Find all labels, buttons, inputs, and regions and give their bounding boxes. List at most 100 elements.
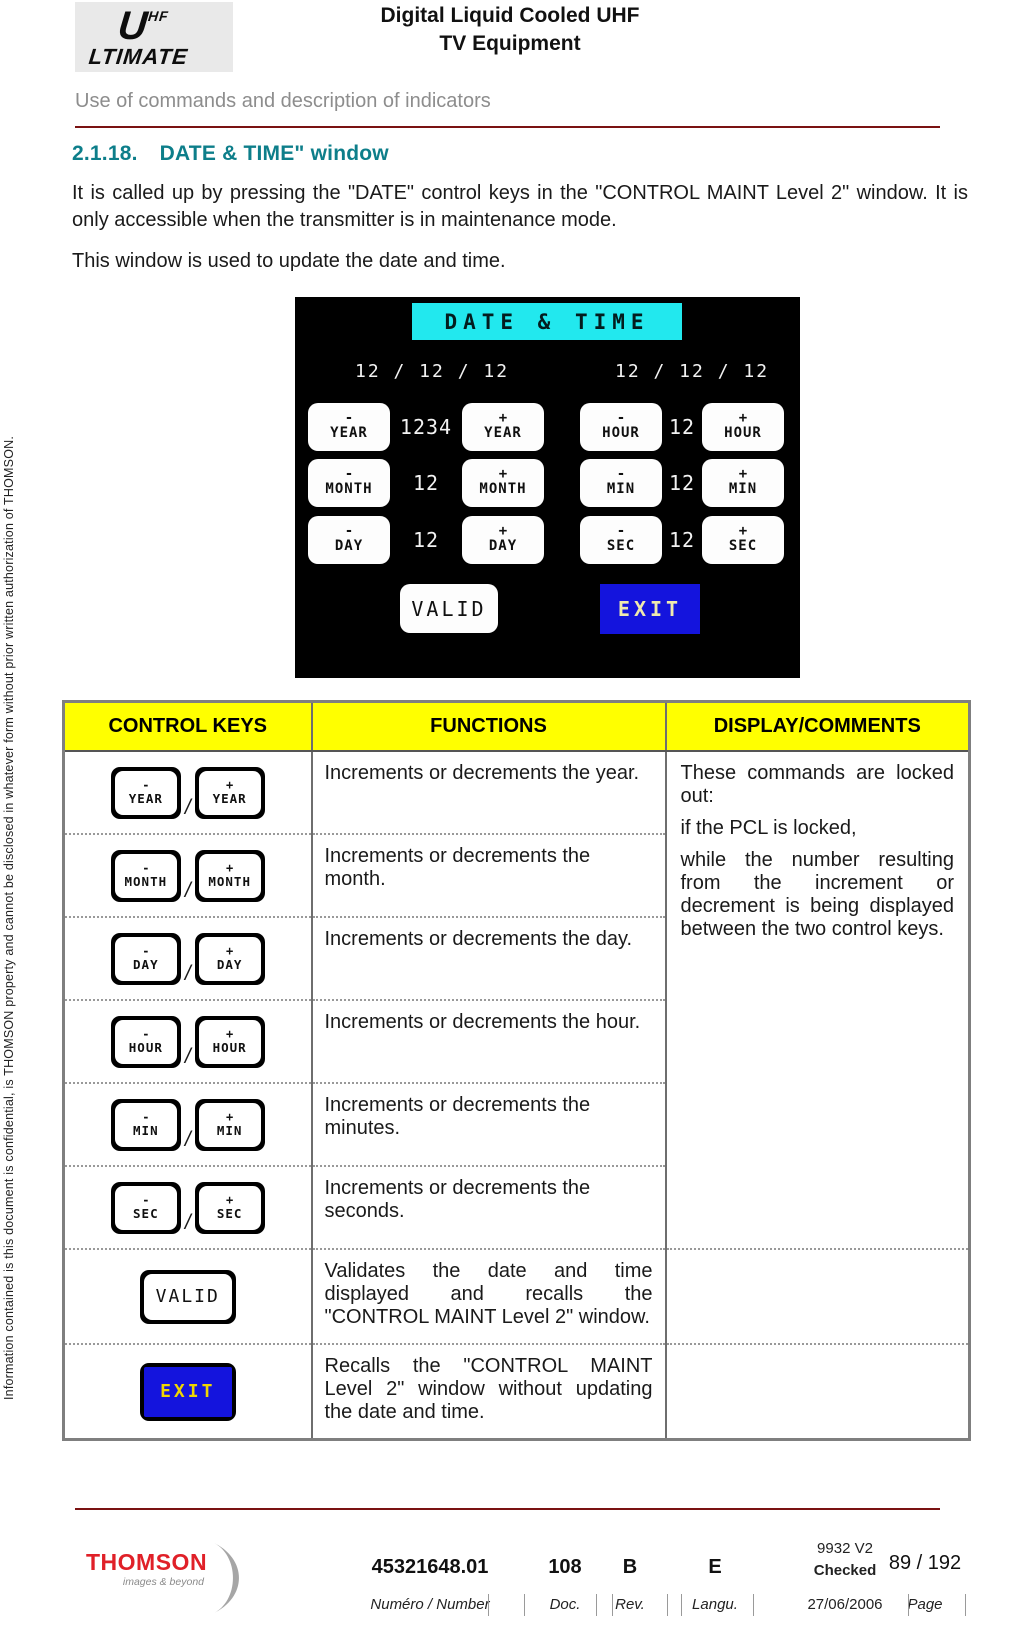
- min-minus-key-icon: - MIN: [110, 1098, 181, 1151]
- year-minus-key-icon: - YEAR: [110, 766, 181, 819]
- footer-separator: [681, 1594, 682, 1616]
- slash-separator: /: [184, 1210, 191, 1234]
- hour-plus-button[interactable]: + HOUR: [702, 403, 784, 451]
- key-label: SEC: [133, 1206, 159, 1221]
- table-row-hour: - HOUR / + HOUR Increments or decrements…: [63, 999, 970, 1083]
- comment-paragraph: if the PCL is locked,: [680, 817, 857, 839]
- exit-key-image: EXIT: [63, 1343, 312, 1440]
- body-paragraph-1: It is called up by pressing the "DATE" c…: [72, 182, 968, 231]
- sec-minus-button[interactable]: - SEC: [580, 516, 662, 564]
- plus-sign: +: [226, 1193, 234, 1207]
- comment-paragraph: while the number resulting from the incr…: [680, 849, 955, 940]
- month-keys-image: - MONTH / + MONTH: [63, 833, 312, 917]
- checked-version: 9932 V2: [817, 1540, 873, 1557]
- slash-separator: /: [184, 961, 191, 985]
- day-plus-key-icon: + DAY: [194, 932, 265, 985]
- min-plus-button[interactable]: + MIN: [702, 459, 784, 507]
- key-label: YEAR: [128, 791, 163, 806]
- footer-separator: [965, 1594, 966, 1616]
- minus-sign: -: [344, 410, 354, 426]
- month-button-label: MONTH: [325, 481, 373, 497]
- section-title: DATE & TIME" window: [159, 142, 389, 165]
- footer-separator: [488, 1594, 489, 1616]
- min-button-label: MIN: [728, 481, 758, 497]
- control-keys-table: CONTROL KEYS FUNCTIONS DISPLAY/COMMENTS …: [62, 700, 971, 1441]
- key-label: YEAR: [212, 791, 247, 806]
- min-keys-image: - MIN / + MIN: [63, 1082, 312, 1166]
- month-plus-button[interactable]: + MONTH: [462, 459, 544, 507]
- function-cell: Increments or decrements the seconds.: [310, 1165, 666, 1249]
- logo-letter-u: U: [116, 4, 150, 48]
- page-number-label: Page: [907, 1596, 943, 1613]
- year-value: 1234: [399, 415, 453, 439]
- minus-sign: -: [142, 944, 150, 958]
- day-plus-button[interactable]: + DAY: [462, 516, 544, 564]
- table-row-year: - YEAR / + YEAR Increments or decrements…: [64, 751, 970, 1249]
- slash-separator: /: [184, 795, 191, 819]
- key-label: DAY: [133, 957, 159, 972]
- comment-paragraph: These commands are locked out:: [680, 762, 955, 807]
- column-header-functions: FUNCTIONS: [310, 701, 666, 752]
- function-cell: Increments or decrements the day.: [310, 916, 666, 1000]
- day-minus-button[interactable]: - DAY: [308, 516, 390, 564]
- display-comments-cell: These commands are locked out: if the PC…: [664, 751, 970, 1249]
- day-button-label: DAY: [488, 538, 518, 554]
- window-title-bar: DATE & TIME: [412, 303, 682, 340]
- footer-separator: [612, 1594, 613, 1616]
- minus-sign: -: [142, 778, 150, 792]
- plus-sign: +: [226, 778, 234, 792]
- slash-separator: /: [184, 1127, 191, 1151]
- function-cell: Increments or decrements the minutes.: [310, 1082, 666, 1166]
- key-label: MIN: [216, 1123, 243, 1138]
- plus-sign: +: [738, 410, 748, 426]
- sec-plus-button[interactable]: + SEC: [702, 516, 784, 564]
- thomson-logo: THOMSON images & beyond: [86, 1542, 256, 1616]
- year-plus-button[interactable]: + YEAR: [462, 403, 544, 451]
- function-cell: Recalls the "CONTROL MAINT Level 2" wind…: [310, 1343, 666, 1440]
- month-plus-key-icon: + MONTH: [194, 849, 265, 902]
- header-rule: [75, 126, 940, 128]
- table-row-month: - MONTH / + MONTH Increments or decremen…: [63, 833, 970, 917]
- table-row-day: - DAY / + DAY Increments or decrements t…: [63, 916, 970, 1000]
- day-keys-image: - DAY / + DAY: [63, 916, 312, 1000]
- document-number-value: 45321648.01: [371, 1556, 489, 1578]
- sec-keys-image: - SEC / + SEC: [63, 1165, 312, 1249]
- slash-separator: /: [184, 1044, 191, 1068]
- minus-sign: -: [616, 466, 626, 482]
- year-minus-button[interactable]: - YEAR: [308, 403, 390, 451]
- doc-value: 108: [548, 1556, 582, 1578]
- month-value: 12: [412, 471, 440, 495]
- plus-sign: +: [226, 944, 234, 958]
- footer-separator: [753, 1594, 754, 1616]
- document-subtitle: Use of commands and description of indic…: [75, 90, 491, 112]
- slash-separator: /: [184, 878, 191, 902]
- hour-button-label: HOUR: [724, 425, 762, 441]
- plus-sign: +: [226, 861, 234, 875]
- month-button-label: MONTH: [479, 481, 527, 497]
- page-number-value: 89 / 192: [888, 1552, 962, 1574]
- plus-sign: +: [738, 523, 748, 539]
- footer-separator: [667, 1594, 668, 1616]
- hour-minus-button[interactable]: - HOUR: [580, 403, 662, 451]
- footer-separator: [524, 1594, 525, 1616]
- min-button-label: MIN: [606, 481, 636, 497]
- hour-plus-key-icon: + HOUR: [194, 1015, 265, 1068]
- document-title-line2: TV Equipment: [439, 32, 581, 55]
- month-minus-button[interactable]: - MONTH: [308, 459, 390, 507]
- sec-value: 12: [668, 528, 696, 552]
- function-cell: Validates the date and time displayed an…: [310, 1248, 666, 1344]
- document-title-line1: Digital Liquid Cooled UHF: [380, 4, 640, 27]
- plus-sign: +: [226, 1110, 234, 1124]
- key-label: MIN: [133, 1123, 159, 1138]
- month-minus-key-icon: - MONTH: [110, 849, 181, 902]
- time-display: 12 / 12 / 12: [615, 361, 770, 382]
- function-cell: Increments or decrements the hour.: [310, 999, 666, 1083]
- thomson-swoosh-icon: [212, 1542, 239, 1614]
- year-keys-image: - YEAR / + YEAR: [64, 751, 312, 834]
- exit-button[interactable]: EXIT: [600, 584, 700, 634]
- function-cell: Increments or decrements the year.: [310, 751, 666, 834]
- min-minus-button[interactable]: - MIN: [580, 459, 662, 507]
- valid-button[interactable]: VALID: [400, 584, 498, 633]
